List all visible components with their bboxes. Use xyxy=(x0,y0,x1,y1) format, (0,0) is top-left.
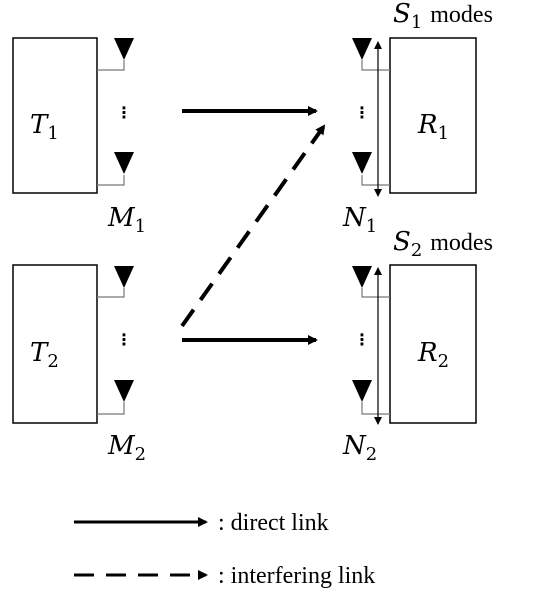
r2-antenna-ellipsis: ⋮ xyxy=(354,330,370,349)
r2-antenna-bottom-icon xyxy=(352,380,372,402)
r2-antenna-top-icon xyxy=(352,266,372,288)
receiver-2-label: R2 xyxy=(417,338,449,372)
r2-feed-top xyxy=(361,288,390,298)
t1-feed-top xyxy=(97,60,125,71)
receiver-1-box xyxy=(389,37,477,194)
r1-antenna-bottom-icon xyxy=(352,152,372,174)
r1-antenna-ellipsis: ⋮ xyxy=(354,103,370,122)
r2-feed-bottom xyxy=(361,402,390,415)
legend-direct-label: : direct link xyxy=(218,510,329,536)
m1-label: M1 xyxy=(107,203,146,237)
n1-label: N1 xyxy=(342,203,377,237)
r1-feed-bottom xyxy=(361,175,390,186)
receiver-2-box xyxy=(389,264,477,424)
t1-antenna-ellipsis: ⋮ xyxy=(116,103,132,122)
legend-interfering-label: : interfering link xyxy=(218,563,375,589)
interfering-link-t2-r1 xyxy=(180,124,326,328)
transmitter-2: T2 ⋮ M2 xyxy=(12,264,146,465)
r1-antenna-top-icon xyxy=(352,38,372,60)
t1-antenna-bottom-icon xyxy=(114,152,134,174)
t1-feed-bottom xyxy=(97,175,125,186)
transmitter-1-box xyxy=(12,37,98,194)
transmitter-1-label: T1 xyxy=(30,110,59,144)
t2-feed-top xyxy=(97,288,125,298)
t2-feed-bottom xyxy=(97,402,125,415)
t2-antenna-ellipsis: ⋮ xyxy=(116,330,132,349)
legend: : direct link : interfering link xyxy=(74,510,375,589)
t2-antenna-top-icon xyxy=(114,266,134,288)
receiver-1-label: R1 xyxy=(417,110,449,144)
transmitter-1: T1 ⋮ M1 xyxy=(12,37,146,237)
t2-antenna-bottom-icon xyxy=(114,380,134,402)
m2-label: M2 xyxy=(107,431,146,465)
transmitter-2-label: T2 xyxy=(30,338,59,372)
n2-label: N2 xyxy=(342,431,377,465)
transmitter-2-box xyxy=(12,264,98,424)
r1-feed-top xyxy=(361,60,390,71)
t1-antenna-top-icon xyxy=(114,38,134,60)
